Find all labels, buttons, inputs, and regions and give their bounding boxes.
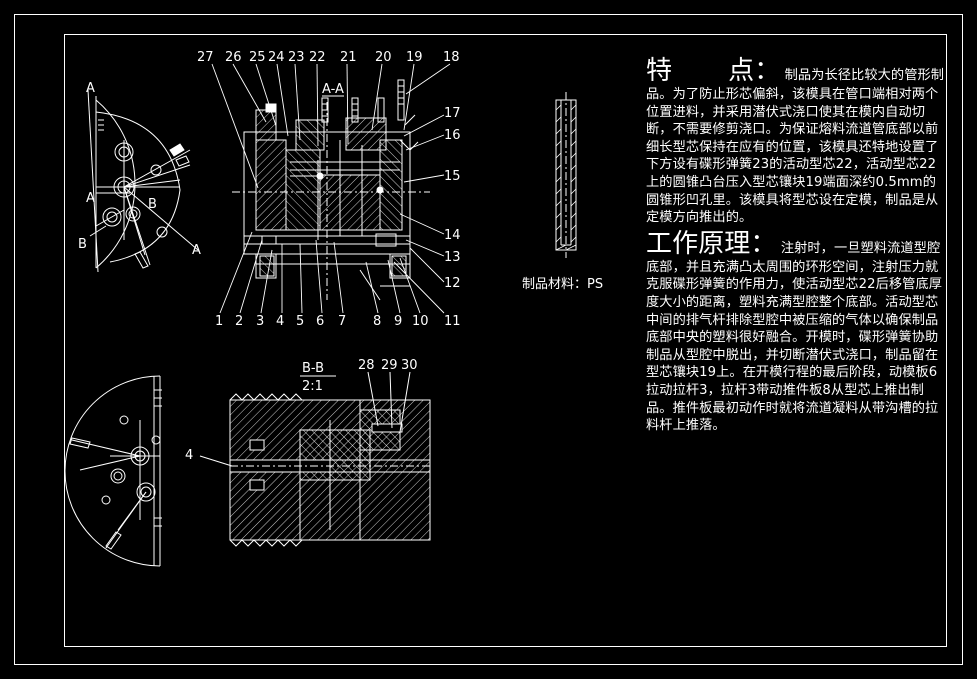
principle-section: 工作原理： 注射时，一旦塑料流道型腔底部，并且充满凸太周围的环形空间，注射压力就… (646, 229, 946, 435)
part-15: 15 (444, 169, 461, 184)
product-tube-drawing (555, 92, 577, 258)
feature-title: 特点： (646, 56, 781, 86)
leader-lines-main (211, 63, 451, 314)
part-3: 3 (256, 314, 264, 329)
part-23: 23 (288, 50, 305, 65)
part-8: 8 (373, 314, 381, 329)
inner-frame (64, 34, 947, 647)
part-7: 7 (338, 314, 346, 329)
bb-detail-view (199, 371, 431, 547)
part-14: 14 (444, 228, 461, 243)
part-22: 22 (309, 50, 326, 65)
part-6: 6 (316, 314, 324, 329)
section-a-right: A (192, 243, 201, 258)
part-12: 12 (444, 276, 461, 291)
top-left-round-view (87, 89, 199, 273)
part-4: 4 (276, 314, 284, 329)
part-2: 2 (235, 314, 243, 329)
description-panel: 特点： 制品为长径比较大的管形制品。为了防止形芯偏斜，该模具在管口端相对两个位置… (646, 56, 946, 435)
part-26: 26 (225, 50, 242, 65)
section-b-left: B (78, 237, 87, 252)
part-27: 27 (197, 50, 214, 65)
part-numbers-right: 17 16 15 14 13 12 11 (444, 106, 461, 329)
section-a-top: A (86, 81, 95, 96)
part-1: 1 (215, 314, 223, 329)
part-20: 20 (375, 50, 392, 65)
section-a-a: A-A (322, 82, 344, 97)
principle-title: 工作原理： (646, 228, 777, 259)
part-13: 13 (444, 250, 461, 265)
part-5: 5 (296, 314, 304, 329)
bottom-left-round-view (64, 375, 162, 567)
part-29: 29 (381, 358, 398, 373)
main-section-view (232, 79, 430, 301)
part-18: 18 (443, 50, 460, 65)
section-b-b-scale: 2:1 (302, 379, 323, 394)
part-numbers-bottom: 1 2 3 4 5 6 7 8 9 10 (215, 314, 429, 329)
part-17: 17 (444, 106, 461, 121)
part-19: 19 (406, 50, 423, 65)
part-25: 25 (249, 50, 266, 65)
product-material-label: 制品材料：PS (522, 277, 604, 292)
section-a-left: A (86, 191, 95, 206)
part-16: 16 (444, 128, 461, 143)
feature-section: 特点： 制品为长径比较大的管形制品。为了防止形芯偏斜，该模具在管口端相对两个位置… (646, 56, 946, 227)
part-9: 9 (394, 314, 402, 329)
part-4-detail: 4 (185, 448, 193, 463)
section-b-right: B (148, 197, 157, 212)
part-numbers-top: 27 26 25 24 23 22 21 20 19 18 (197, 50, 460, 65)
principle-body: 注射时，一旦塑料流道型腔底部，并且充满凸太周围的环形空间，注射压力就克服碟形弹簧… (646, 240, 943, 434)
part-28: 28 (358, 358, 375, 373)
part-30: 30 (401, 358, 418, 373)
outer-frame (14, 14, 963, 665)
feature-body: 制品为长径比较大的管形制品。为了防止形芯偏斜，该模具在管口端相对两个位置进料，并… (646, 68, 945, 226)
part-21: 21 (340, 50, 357, 65)
part-24: 24 (268, 50, 285, 65)
section-b-b: B-B (302, 361, 324, 376)
part-10: 10 (412, 314, 429, 329)
part-11: 11 (444, 314, 461, 329)
